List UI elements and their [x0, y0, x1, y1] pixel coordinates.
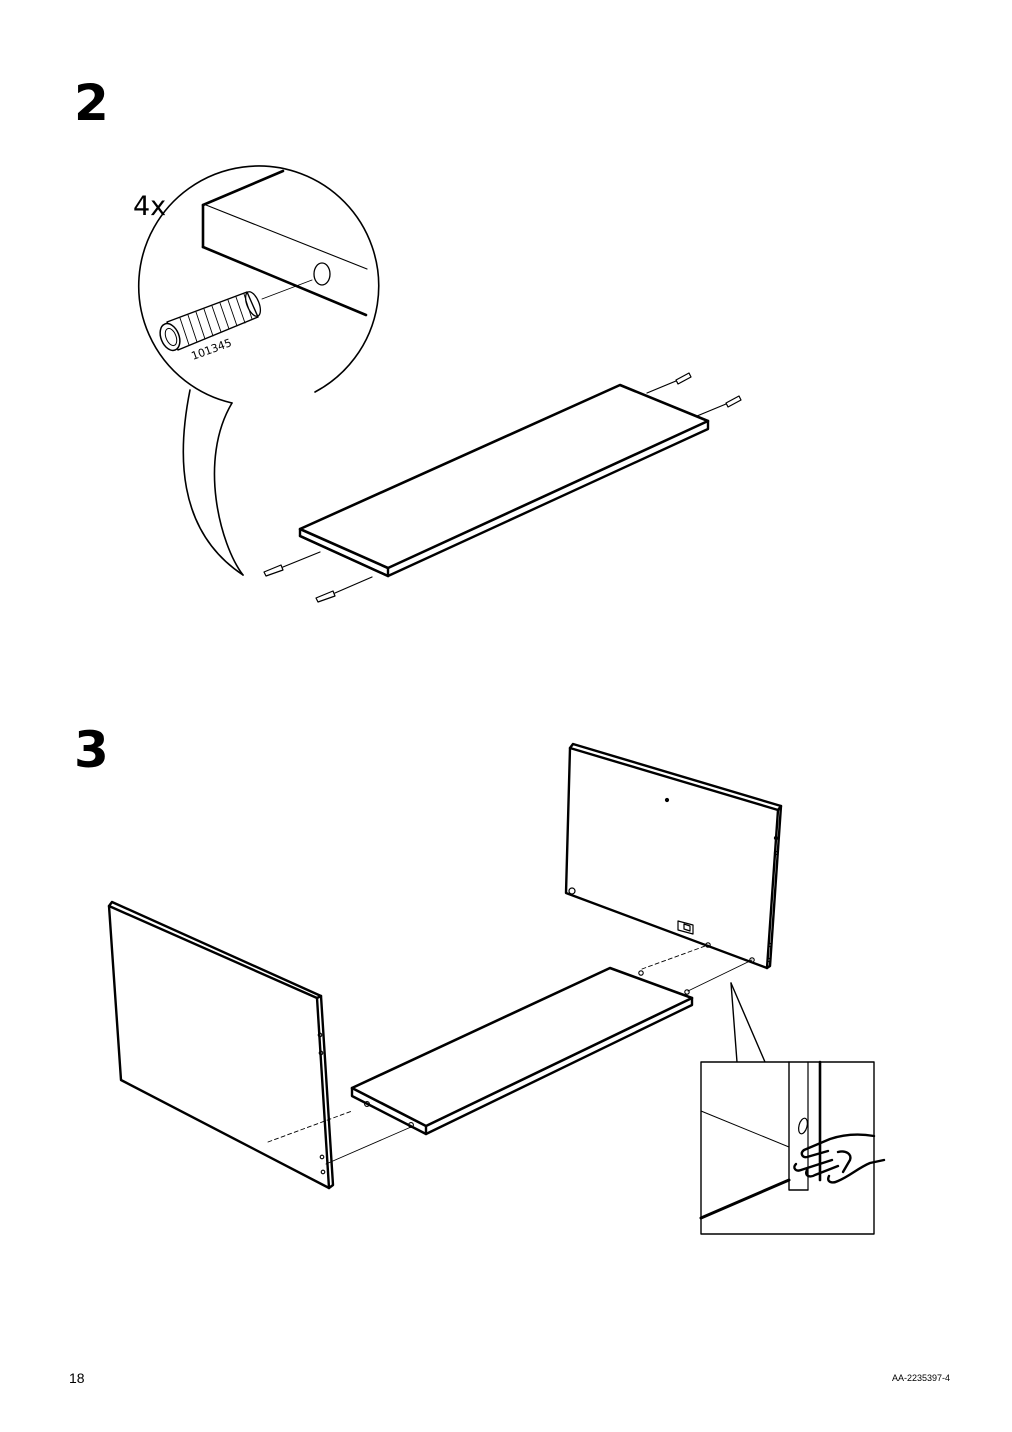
step-3-number: 3	[74, 721, 109, 779]
step-2-number: 2	[74, 74, 109, 132]
dowel-icon	[159, 291, 262, 352]
document-code: AA-2235397-4	[891, 1373, 950, 1383]
right-side-panel	[564, 742, 783, 970]
pushing-hand-icon	[793, 1133, 886, 1184]
page-number: 18	[69, 1370, 85, 1386]
cam-lock-icon	[677, 920, 694, 935]
left-side-panel	[107, 900, 335, 1190]
step-3-detail-box	[699, 1060, 886, 1235]
board-corner-closeup	[201, 169, 368, 317]
step-3-shelf-board	[350, 966, 694, 1136]
step-2-dowels	[263, 372, 742, 603]
quantity-label: 4x	[133, 191, 166, 222]
step-2-shelf-board	[298, 383, 710, 578]
